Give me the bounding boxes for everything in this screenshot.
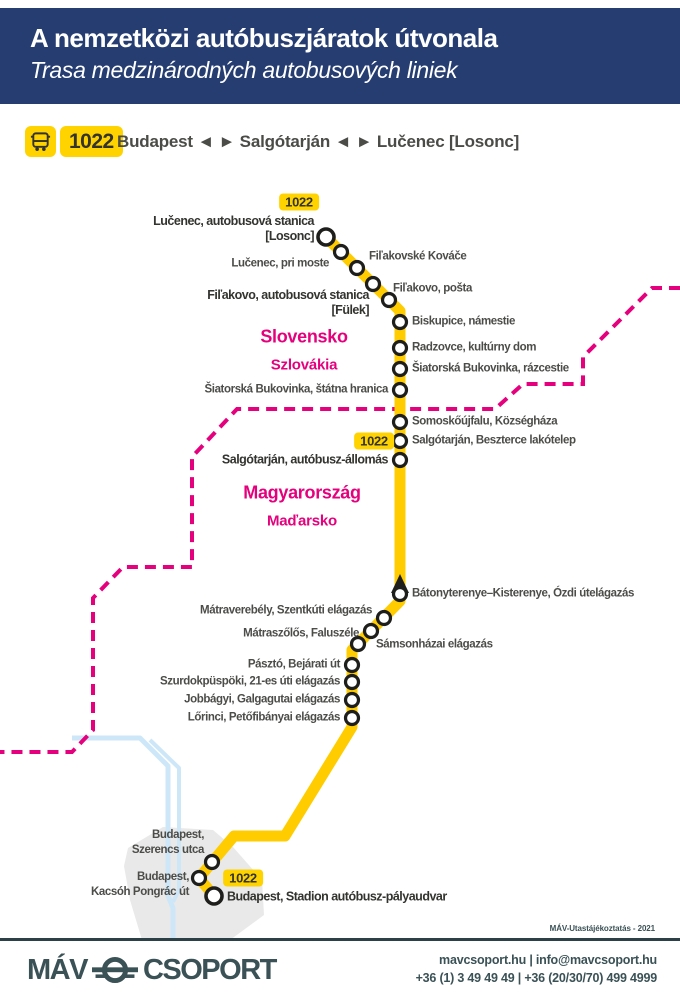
stop-label: Bátonyterenye–Kisterenye, Ózdi útelágazá… (412, 587, 634, 600)
stop-marker (391, 451, 409, 469)
bus-glyph-icon (30, 132, 51, 151)
stop-marker (391, 360, 409, 378)
stop-label: Mátraszőlős, Faluszéle (243, 627, 359, 640)
credit-text: MÁV-Utastájékoztatás - 2021 (549, 924, 655, 933)
stop-label: Fiľakovo, autobusová stanica[Fülek] (207, 288, 369, 317)
logo-text-csoport: CSOPORT (142, 953, 277, 986)
stop-label: Budapest, Stadion autóbusz-pályaudvar (227, 889, 447, 904)
stop-label: Lučenec, autobusová stanica[Losonc] (153, 214, 314, 243)
bus-icon (25, 126, 56, 157)
route-number-badge: 1022 (279, 193, 319, 211)
stop-marker (391, 339, 409, 357)
stop-marker (190, 869, 208, 887)
stop-marker (391, 585, 409, 603)
stop-marker (343, 709, 361, 727)
footer-phones: +36 (1) 3 49 49 49 | +36 (20/30/70) 499 … (415, 971, 658, 985)
stop-marker (332, 243, 350, 261)
stop-label: Jobbágyi, Galgagutai elágazás (184, 693, 340, 706)
stop-label: Salgótarján, Beszterce lakótelep (412, 434, 576, 447)
stop-marker (362, 622, 380, 640)
stop-markers-group (190, 227, 409, 906)
stop-marker (380, 291, 398, 309)
stop-label: Budapest,Kacsóh Pongrác út (91, 871, 189, 898)
footer-divider (0, 938, 680, 941)
route-number-badge: 1022 (223, 869, 263, 887)
stop-marker (391, 432, 409, 450)
stop-label: Pásztó, Bejárati út (247, 658, 340, 671)
page-title: A nemzetközi autóbuszjáratok útvonala (30, 23, 498, 53)
stop-marker (343, 691, 361, 709)
country-name-primary: Magyarország (243, 482, 361, 503)
country-name-secondary: Maďarsko (266, 512, 338, 530)
stop-marker (391, 413, 409, 431)
stop-label: Salgótarján, autóbusz-állomás (221, 452, 389, 467)
river-branch-line (148, 738, 181, 903)
stop-marker (343, 656, 361, 674)
country-name-primary: Slovensko (260, 326, 348, 347)
page-header: A nemzetközi autóbuszjáratok útvonala Tr… (0, 8, 680, 104)
footer-contact: mavcsoport.hu | info@mavcsoport.hu +36 (… (415, 951, 658, 987)
stop-label: Lőrinci, Petőfibányai elágazás (187, 711, 341, 724)
footer-web-email: mavcsoport.hu | info@mavcsoport.hu (439, 953, 657, 967)
country-border-line (0, 286, 680, 754)
river-line (72, 735, 176, 938)
stop-label: Szurdokpüspöki, 21-es úti elágazás (159, 675, 340, 688)
stop-label: Šiatorská Bukovinka, rázcestie (412, 362, 569, 375)
stop-label: Budapest,Szerencs utca (131, 829, 205, 856)
stop-marker (375, 609, 393, 627)
stop-marker (203, 853, 221, 871)
stop-label: Mátraverebély, Szentkúti elágazás (200, 604, 372, 617)
country-name-secondary: Szlovákia (270, 356, 338, 374)
stop-label: Šiatorská Bukovinka, štátna hranica (204, 383, 389, 396)
stop-label: Fiľakovské Kováče (369, 250, 467, 263)
stop-label: Fiľakovo, pošta (393, 282, 472, 295)
page-subtitle: Trasa medzinárodných autobusových liniek (30, 57, 458, 83)
stop-marker (364, 275, 382, 293)
stop-marker (343, 673, 361, 691)
mav-emblem-icon (91, 956, 138, 984)
logo-text-mav: MÁV (27, 953, 88, 986)
stop-marker (391, 313, 409, 331)
route-number-badge: 1022 (60, 126, 123, 157)
stop-marker (391, 381, 409, 399)
stop-marker (316, 227, 336, 247)
stop-label: Lučenec, pri moste (231, 257, 329, 270)
route-endpoints: Budapest ◄ ► Salgótarján ◄ ► Lučenec [Lo… (117, 132, 520, 151)
stop-marker (204, 886, 224, 906)
stop-label: Biskupice, námestie (412, 315, 515, 328)
mav-csoport-logo: MÁV CSOPORT (27, 952, 277, 988)
stop-label: Radzovce, kultúrny dom (412, 341, 537, 354)
stop-marker (348, 259, 366, 277)
stop-label: Somoskőújfalu, Községháza (412, 415, 558, 428)
route-number-badge: 1022 (354, 432, 394, 450)
stop-marker (349, 635, 367, 653)
stop-label: Sámsonházai elágazás (376, 638, 493, 651)
